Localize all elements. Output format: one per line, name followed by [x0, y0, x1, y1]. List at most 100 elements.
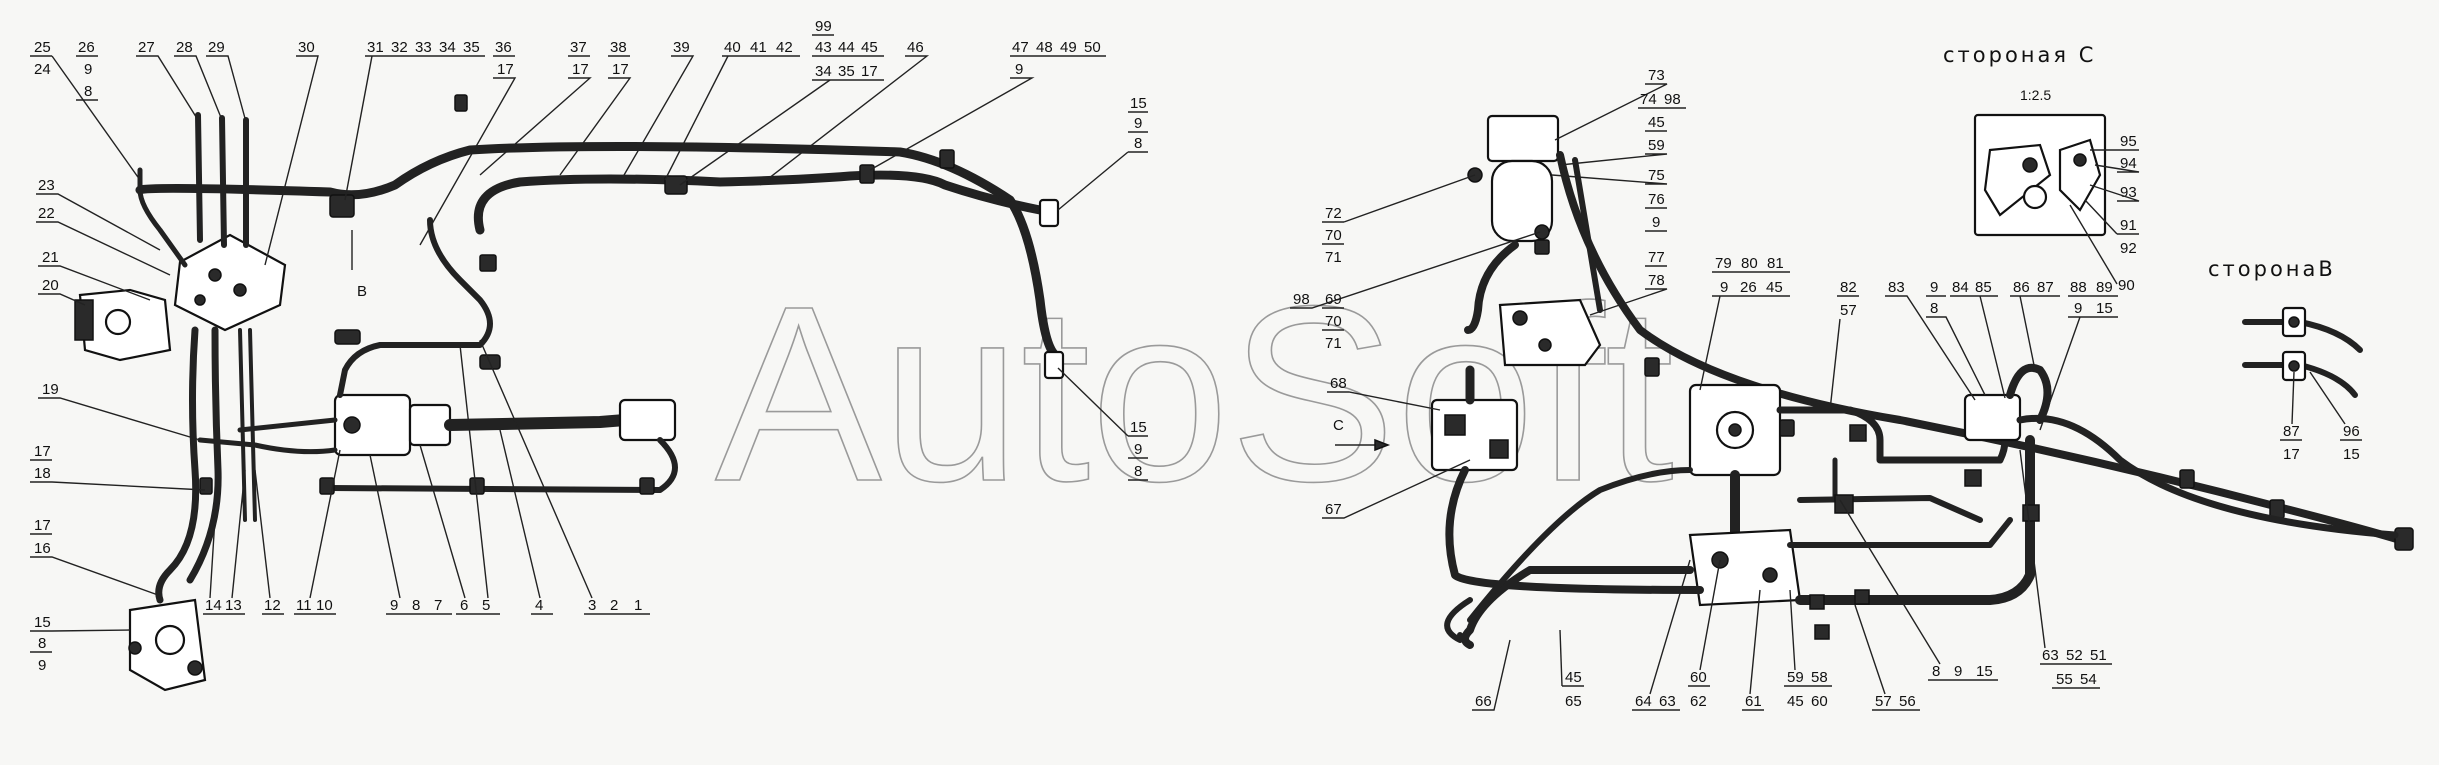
callout-label: 68	[1330, 375, 1347, 392]
callout-label: 57	[1875, 693, 1892, 710]
view-arrow-b-label: B	[357, 283, 367, 300]
callout-label: 54	[2080, 671, 2097, 688]
side-c-title: стороная C	[1943, 43, 2096, 67]
callout-label: 55	[2056, 671, 2073, 688]
callout-label: 29	[208, 39, 225, 56]
callout-label: 58	[1811, 669, 1828, 686]
callout-label: 32	[391, 39, 408, 56]
callout-label: 63	[2042, 647, 2059, 664]
callout-label: 45	[1787, 693, 1804, 710]
callout-label: 15	[1976, 663, 1993, 680]
callout-label: 28	[176, 39, 193, 56]
callout-label: 34	[815, 63, 832, 80]
callout-label: 9	[1954, 663, 1962, 680]
callout-label: 89	[2096, 279, 2113, 296]
callout-label: 9	[1652, 214, 1660, 231]
callout-label: 65	[1565, 693, 1582, 710]
callout-label: 33	[415, 39, 432, 56]
callout-label: 5	[482, 597, 490, 614]
callout-label: 52	[2066, 647, 2083, 664]
callout-label: 12	[264, 597, 281, 614]
callout-label: 41	[750, 39, 767, 56]
callout-label: 37	[570, 39, 587, 56]
callout-label: 18	[34, 465, 51, 482]
callout-label: 88	[2070, 279, 2087, 296]
watermark-text: AutoSoft	[715, 254, 1674, 533]
callout-label: 22	[38, 205, 55, 222]
callout-label: 9	[84, 61, 92, 78]
callout-label: 8	[1932, 663, 1940, 680]
callout-label: 81	[1767, 255, 1784, 272]
callout-label: 99	[815, 18, 832, 35]
side-c-scale: 1:2.5	[2020, 87, 2051, 103]
callout-label: 38	[610, 39, 627, 56]
callout-label: 50	[1084, 39, 1101, 56]
callout-label: 35	[463, 39, 480, 56]
callout-label: 17	[861, 63, 878, 80]
callout-label: 17	[612, 61, 629, 78]
callout-label: 30	[298, 39, 315, 56]
callout-label: 8	[1134, 135, 1142, 152]
callouts-left: 25 24 26 9 8 27 28 29 30 31 32 33 34 35 …	[30, 18, 1148, 674]
callout-label: 34	[439, 39, 456, 56]
callout-label: 74	[1640, 91, 1657, 108]
callout-label: 60	[1690, 669, 1707, 686]
callout-label: 40	[724, 39, 741, 56]
pipe-end-fitting-lower	[1043, 350, 1065, 380]
callout-label: 63	[1659, 693, 1676, 710]
callout-label: 67	[1325, 501, 1342, 518]
callout-label: 75	[1648, 167, 1665, 184]
callout-label: 77	[1648, 249, 1665, 266]
callout-label: 90	[2118, 277, 2135, 294]
callout-label: 94	[2120, 155, 2137, 172]
callout-label: 59	[1787, 669, 1804, 686]
callout-label: 27	[138, 39, 155, 56]
callout-label: 9	[1134, 441, 1142, 458]
callout-label: 71	[1325, 335, 1342, 352]
callout-label: 11	[296, 597, 312, 614]
callout-label: 14	[205, 597, 222, 614]
view-arrow-c-label: C	[1333, 417, 1344, 434]
callout-label: 24	[34, 61, 51, 78]
callout-label: 13	[225, 597, 242, 614]
side-b-title: сторонаB	[2208, 257, 2336, 281]
callout-label: 1	[634, 597, 642, 614]
callout-label: 9	[38, 657, 46, 674]
callout-label: 70	[1325, 313, 1342, 330]
callout-label: 42	[776, 39, 793, 56]
callout-label: 93	[2120, 184, 2137, 201]
left-assembly: B	[74, 94, 1065, 692]
callout-label: 98	[1664, 91, 1681, 108]
callout-label: 17	[34, 443, 51, 460]
callout-label: 87	[2283, 423, 2300, 440]
callout-label: 46	[907, 39, 924, 56]
callout-label: 83	[1888, 279, 1905, 296]
callout-label: 20	[42, 277, 59, 294]
callout-label: 9	[2074, 300, 2082, 317]
callout-label: 31	[367, 39, 384, 56]
callout-label: 17	[497, 61, 514, 78]
callout-label: 44	[838, 39, 855, 56]
callout-label: 47	[1012, 39, 1029, 56]
callout-label: 36	[495, 39, 512, 56]
callout-label: 15	[34, 614, 51, 631]
callout-label: 39	[673, 39, 690, 56]
callout-label: 17	[34, 517, 51, 534]
right-valve-body	[618, 398, 677, 442]
callout-label: 66	[1475, 693, 1492, 710]
callout-label: 15	[1130, 95, 1147, 112]
callout-label: 35	[838, 63, 855, 80]
callout-label: 2	[610, 597, 618, 614]
callout-label: 79	[1715, 255, 1732, 272]
callout-label: 60	[1811, 693, 1828, 710]
callout-label: 16	[34, 540, 51, 557]
callout-label: 15	[1130, 419, 1147, 436]
callout-label: 10	[316, 597, 333, 614]
callout-label: 8	[38, 635, 46, 652]
callout-label: 45	[1766, 279, 1783, 296]
callout-label: 8	[1134, 463, 1142, 480]
callout-label: 62	[1690, 693, 1707, 710]
right-filter-bracket	[1963, 393, 2022, 442]
callout-label: 56	[1899, 693, 1916, 710]
